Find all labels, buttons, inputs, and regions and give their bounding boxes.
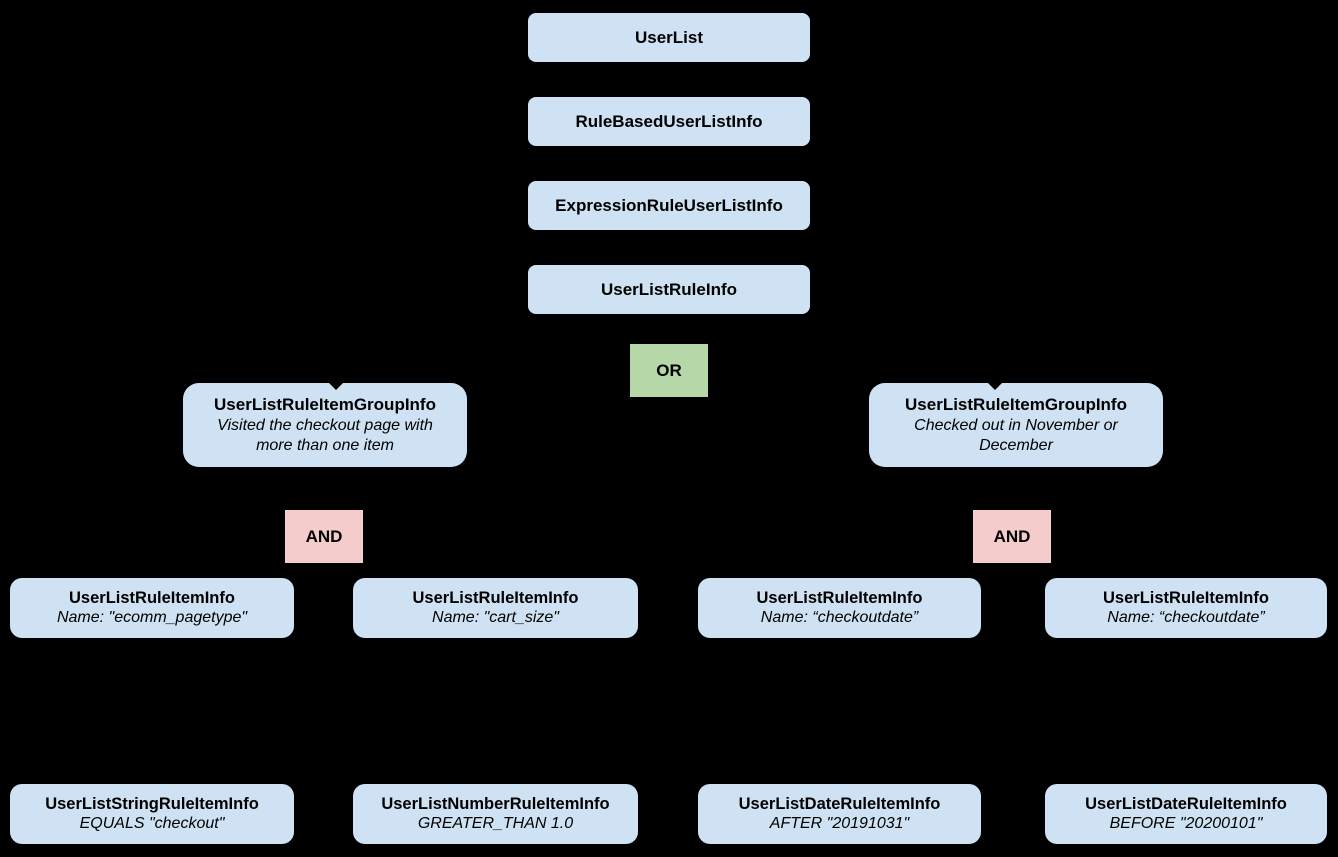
- node-title: UserListStringRuleItemInfo: [45, 794, 259, 813]
- node-detail: GREATER_THAN 1.0: [417, 815, 574, 833]
- node-ruleitem-checkoutdate-1: UserListRuleItemInfo Name: “checkoutdate…: [698, 578, 981, 638]
- group-description: Visited the checkout page with more than…: [217, 416, 433, 454]
- group-title: UserListRuleItemGroupInfo: [214, 395, 436, 415]
- node-detail: AFTER "20191031": [769, 815, 910, 833]
- node-ruleitem-ecomm-pagetype: UserListRuleItemInfo Name: "ecomm_pagety…: [10, 578, 294, 638]
- group-description: Checked out in November or December: [914, 416, 1118, 454]
- or-operator-box: OR: [630, 344, 708, 397]
- node-title: UserListRuleItemInfo: [69, 588, 235, 607]
- node-detail: Name: “checkoutdate”: [760, 609, 919, 627]
- node-ruleitem-checkoutdate-2: UserListRuleItemInfo Name: “checkoutdate…: [1045, 578, 1327, 638]
- node-detail: Name: "cart_size": [432, 609, 559, 627]
- node-userlist: UserList: [528, 13, 810, 62]
- node-title: UserListRuleItemInfo: [756, 588, 923, 607]
- node-detail: EQUALS "checkout": [79, 815, 225, 833]
- node-userlistruleinfo: UserListRuleInfo: [528, 265, 810, 314]
- node-rulebaseduserlistinfo: RuleBasedUserListInfo: [528, 97, 810, 146]
- node-group-right: UserListRuleItemGroupInfo Checked out in…: [869, 383, 1163, 467]
- node-title: UserListRuleItemInfo: [1103, 588, 1269, 607]
- node-title: UserListDateRuleItemInfo: [1085, 794, 1287, 813]
- node-ruleitem-cart-size: UserListRuleItemInfo Name: "cart_size": [353, 578, 638, 638]
- node-group-left: UserListRuleItemGroupInfo Visited the ch…: [183, 383, 467, 467]
- group-title: UserListRuleItemGroupInfo: [905, 395, 1127, 415]
- node-detail: Name: "ecomm_pagetype": [56, 609, 248, 627]
- and-operator-box-right: AND: [973, 510, 1051, 563]
- and-operator-box-left: AND: [285, 510, 363, 563]
- node-title: UserListRuleItemInfo: [412, 588, 579, 607]
- node-detail: Name: “checkoutdate”: [1107, 609, 1265, 627]
- node-dateruleiteminfo-after: UserListDateRuleItemInfo AFTER "20191031…: [698, 784, 981, 844]
- node-title: UserListNumberRuleItemInfo: [381, 794, 610, 813]
- node-dateruleiteminfo-before: UserListDateRuleItemInfo BEFORE "2020010…: [1045, 784, 1327, 844]
- arrowhead-icon: [984, 379, 1006, 390]
- arrowhead-icon: [325, 379, 347, 390]
- node-detail: BEFORE "20200101": [1109, 815, 1263, 833]
- node-expressionruleuserlistinfo: ExpressionRuleUserListInfo: [528, 181, 810, 230]
- node-stringruleiteminfo: UserListStringRuleItemInfo EQUALS "check…: [10, 784, 294, 844]
- node-title: UserListDateRuleItemInfo: [738, 794, 941, 813]
- node-numberruleiteminfo: UserListNumberRuleItemInfo GREATER_THAN …: [353, 784, 638, 844]
